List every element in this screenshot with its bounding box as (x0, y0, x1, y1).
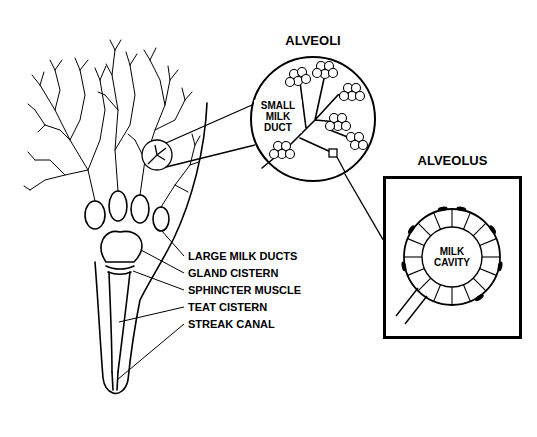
leader-line (133, 271, 184, 290)
secretory-cell-wall (473, 278, 486, 291)
streak-canal (112, 372, 118, 390)
secretory-cell-wall (480, 268, 497, 275)
alveolus-dot (329, 69, 338, 78)
alveolus-dot (302, 75, 311, 84)
part-label: SPHINCTER MUSCLE (188, 284, 301, 296)
alveolus-dot (313, 69, 322, 78)
heading: ALVEOLI (220, 34, 406, 48)
secretory-cell-wall (434, 285, 441, 302)
myoepithelial-cell (456, 206, 467, 212)
alveolus-dot (342, 122, 351, 131)
secretory-cell-wall (434, 213, 441, 230)
duct-branch (98, 40, 137, 191)
secretory-cell-wall (463, 285, 470, 302)
circle-border (251, 57, 375, 181)
myoepithelial-cell (497, 261, 503, 272)
leader-line (141, 250, 184, 273)
myoepithelial-cell (474, 293, 485, 302)
magnifier (142, 105, 255, 170)
secretory-cell-wall (418, 278, 431, 291)
secretory-cell-wall (480, 239, 497, 246)
detail-box: ALVEOLUSMILK CAVITY (383, 176, 522, 339)
secretory-cell-wall (404, 256, 422, 257)
alveolus-dot (326, 122, 335, 131)
alveolus-dot (340, 92, 349, 101)
secretory-cell-wall (473, 223, 486, 236)
magnified-branches (148, 145, 166, 164)
secretory-cell-wall (408, 239, 425, 246)
detail-marker (329, 149, 337, 157)
large-milk-duct (85, 201, 105, 229)
myoepithelial-cell (437, 206, 448, 212)
alveolus-dot (286, 78, 295, 87)
gland-cistern (101, 231, 142, 262)
part-label: TEAT CISTERN (188, 301, 267, 313)
alveolus-dot (286, 150, 295, 159)
myoepithelial-cell (407, 224, 416, 235)
alveolus-dot (356, 92, 365, 101)
alveolus-outlet-duct (396, 288, 427, 324)
secretory-cell-wall (451, 209, 452, 227)
leader-line (117, 324, 184, 380)
sphincter-muscle (106, 266, 134, 274)
connector-line (345, 174, 383, 240)
udder-skin (95, 103, 207, 393)
leader-line (119, 307, 184, 322)
secretory-cell-wall (418, 223, 431, 236)
secretory-cell-wall (451, 287, 452, 305)
alveolus-dot (359, 141, 368, 150)
duct-branch (24, 58, 106, 201)
large-milk-duct (109, 191, 127, 221)
duct-tree (24, 40, 200, 207)
part-label: SMALL MILK DUCT (254, 100, 302, 133)
part-label: STREAK CANAL (188, 318, 275, 330)
duct-branch (128, 48, 192, 195)
alveolus-detail (396, 206, 503, 324)
secretory-cell-wall (408, 268, 425, 275)
leader-lines (117, 230, 184, 380)
alveolus-wall (404, 209, 500, 305)
myoepithelial-cell (488, 224, 497, 235)
udder-outline (85, 103, 207, 393)
magnified-circle: ALVEOLISMALL MILK DUCT (250, 56, 376, 182)
myoepithelial-cell (401, 261, 407, 272)
large-milk-duct (153, 207, 169, 231)
part-label: LARGE MILK DUCTS (188, 250, 297, 262)
large-milk-duct (131, 195, 149, 223)
detail-line (337, 157, 345, 172)
magnifier-line (166, 105, 255, 167)
secretory-cell-wall (482, 256, 500, 257)
leader-line (161, 230, 184, 256)
alveolus-dot (270, 150, 279, 159)
secretory-cell-wall (463, 213, 470, 230)
magnified-spot (142, 140, 172, 170)
part-label: MILK CAVITY (421, 246, 483, 268)
heading: ALVEOLUS (363, 154, 537, 168)
alveolus-lumen (422, 227, 482, 287)
part-label: GLAND CISTERN (188, 267, 278, 279)
